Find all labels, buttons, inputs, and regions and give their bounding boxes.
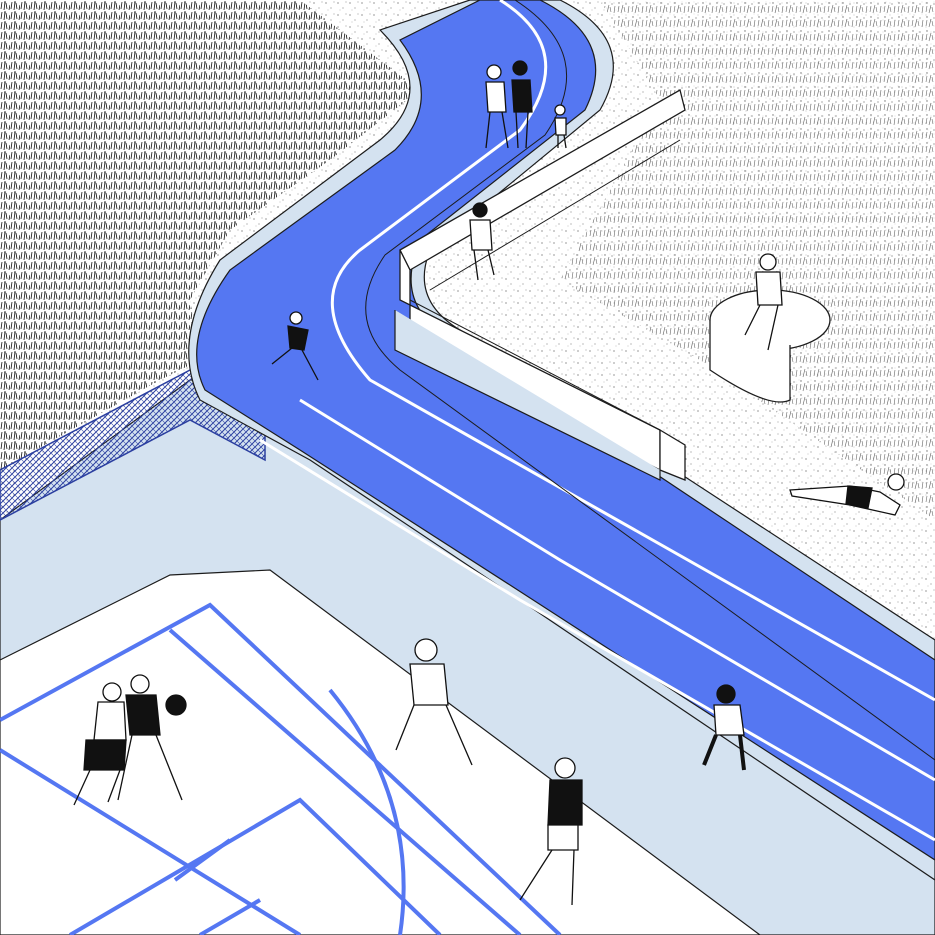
basketball-player-standing xyxy=(519,757,583,906)
basketball-defender xyxy=(73,682,127,806)
track-lane-line-4 xyxy=(299,398,935,782)
court-line-key xyxy=(68,797,442,935)
person-sitting-on-track xyxy=(702,684,746,771)
track-lane-line-3 xyxy=(259,438,935,842)
family-walking xyxy=(485,60,567,149)
track-lane-line-1 xyxy=(330,0,935,702)
court-line-lane xyxy=(173,838,262,935)
figures-layer xyxy=(73,60,905,906)
court-three-point-arc xyxy=(328,688,406,935)
track-lane-line-2 xyxy=(365,0,935,761)
basketball-icon xyxy=(165,694,187,716)
sitter-on-wall xyxy=(469,202,495,281)
court-line-sideline xyxy=(168,628,522,935)
wild-grass-right xyxy=(560,0,935,520)
wall-step-line xyxy=(409,139,681,431)
runner-child xyxy=(271,311,319,381)
wall-base xyxy=(394,310,661,481)
wild-grass-left xyxy=(0,0,420,470)
person-on-bench xyxy=(744,253,783,351)
basketball-player-dribbling xyxy=(117,674,187,801)
basketball-player-crouching xyxy=(395,638,473,766)
wall-side xyxy=(659,428,686,481)
court-line-baseline xyxy=(0,602,562,935)
person-lying-in-grass xyxy=(789,473,905,516)
